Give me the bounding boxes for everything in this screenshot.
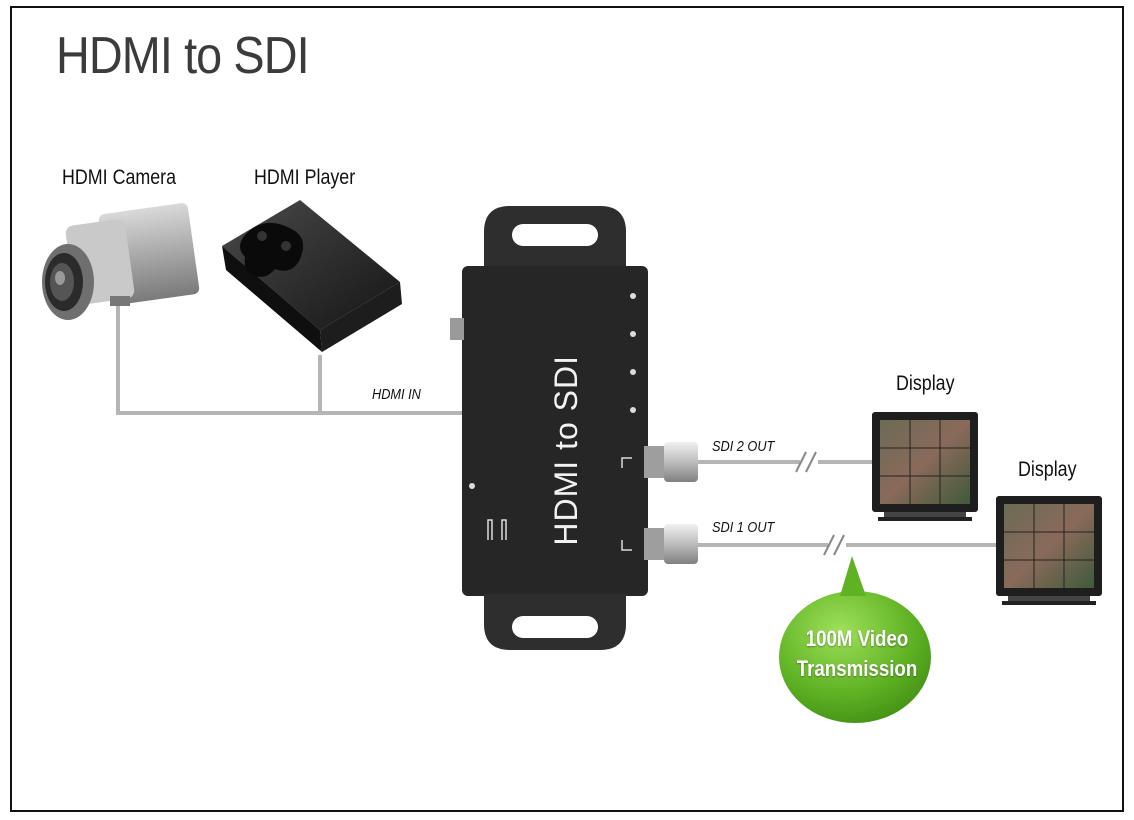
display-1-label: Display bbox=[896, 372, 955, 395]
display-2-icon bbox=[996, 496, 1102, 605]
callout-line-1: 100M Video bbox=[805, 626, 909, 651]
callout-bubble bbox=[779, 556, 931, 723]
sdi2-out-label: SDI 2 OUT bbox=[712, 438, 775, 455]
hdmi-player-icon bbox=[222, 200, 402, 352]
hdmi-cable bbox=[116, 300, 475, 415]
sdi-cables bbox=[695, 460, 998, 547]
converter-device bbox=[450, 206, 698, 650]
callout-line-2: Transmission bbox=[796, 656, 918, 681]
hdmi-camera-icon bbox=[42, 203, 200, 320]
sdi1-out-label: SDI 1 OUT bbox=[712, 519, 775, 536]
display-1-icon bbox=[872, 412, 978, 521]
display-2-label: Display bbox=[1018, 458, 1077, 481]
hdmi-player-label: HDMI Player bbox=[254, 166, 356, 189]
hdmi-camera-label: HDMI Camera bbox=[62, 166, 177, 189]
cable-break-marks bbox=[795, 451, 845, 556]
callout-text: 100M Video Transmission bbox=[793, 624, 921, 684]
diagram-title: HDMI to SDI bbox=[56, 27, 310, 85]
device-name-label: HDMI to SDI bbox=[548, 355, 584, 546]
hdmi-in-label: HDMI IN bbox=[372, 386, 421, 403]
